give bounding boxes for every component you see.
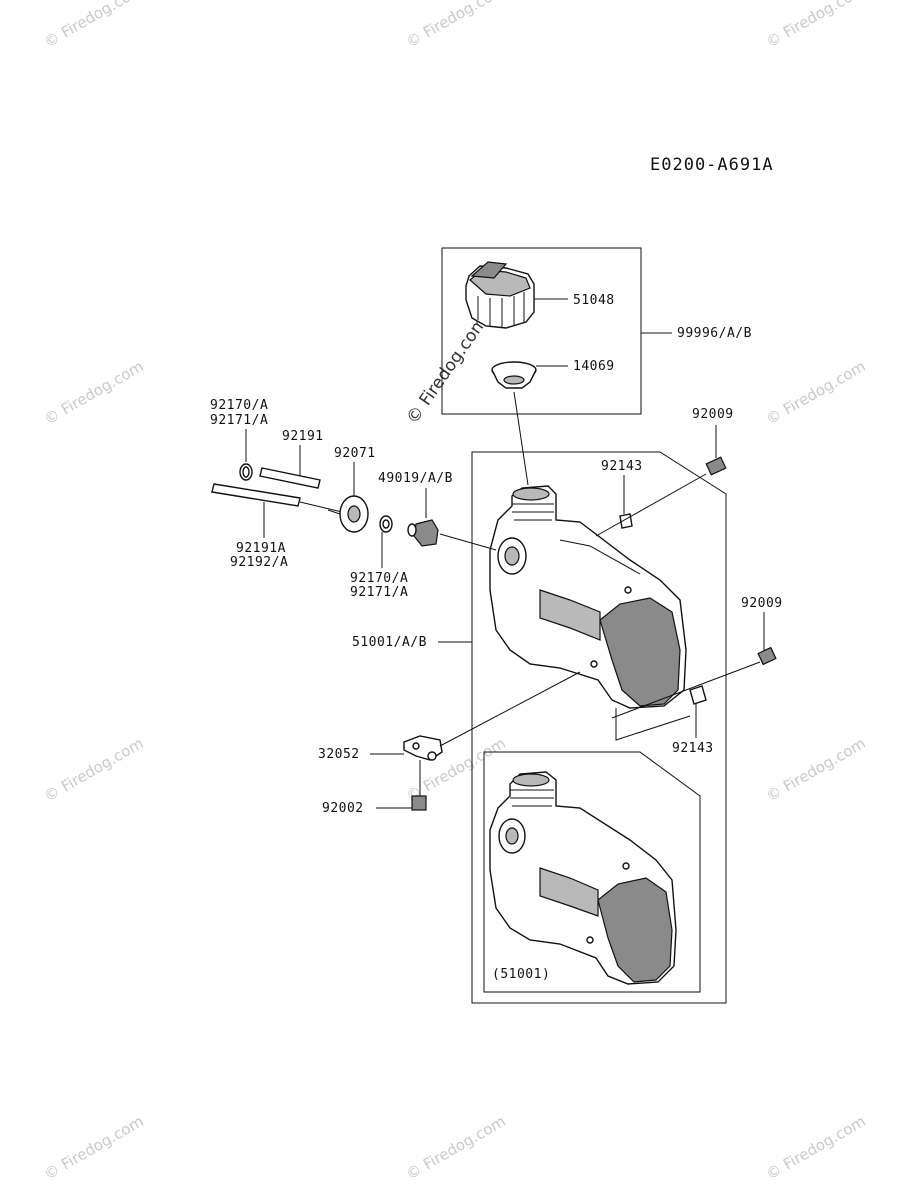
watermark: © Firedog.com [403, 1112, 509, 1183]
fuel-hose-2 [211, 483, 343, 513]
label-51001-paren: (51001) [492, 967, 550, 982]
filter [327, 495, 369, 533]
collar-bracket-line [615, 708, 691, 741]
label-51048: 51048 [573, 293, 615, 308]
label-49019-a-b: 49019/A/B [378, 471, 453, 486]
label-92071: 92071 [334, 446, 376, 461]
bolt-top [595, 456, 727, 537]
cap-kit-box [441, 247, 642, 415]
watermark: © Firedog.com [763, 0, 869, 51]
watermark: © Firedog.com [403, 0, 509, 51]
label-92009-top: 92009 [692, 407, 734, 422]
tank-group-box [471, 451, 727, 1004]
watermark: © Firedog.com [41, 734, 147, 805]
label-92171-a-1: 92171/A [210, 413, 268, 428]
label-32052: 32052 [318, 747, 360, 762]
fuel-tank [489, 485, 687, 709]
label-92170-a-1: 92170/A [210, 398, 268, 413]
label-51001-a-b: 51001/A/B [352, 635, 427, 650]
label-92009-right: 92009 [741, 596, 783, 611]
mount-bracket [403, 671, 581, 761]
cap-gasket [491, 361, 537, 389]
label-92170-a-2: 92170/A [350, 571, 408, 586]
bracket-bolt [411, 760, 427, 811]
watermark: © Firedog.com [41, 0, 147, 51]
watermark: © Firedog.com [763, 734, 869, 805]
inset-tank-box [483, 751, 701, 993]
label-92143-top: 92143 [601, 459, 643, 474]
diagram-code: E0200-A691A [650, 155, 774, 175]
watermark: © Firedog.com [763, 357, 869, 428]
clamp-ring-2 [379, 515, 393, 533]
label-92191: 92191 [282, 429, 324, 444]
fuel-cap [465, 261, 535, 329]
label-92192-a: 92192/A [230, 555, 288, 570]
label-99996-a-b: 99996/A/B [677, 326, 752, 341]
clamp-ring-1 [239, 463, 253, 481]
watermark-layer: © Firedog.com © Firedog.com © Firedog.co… [41, 0, 869, 1183]
label-92191a: 92191A [236, 541, 286, 556]
inset-fuel-tank [489, 771, 677, 985]
leader-cap-to-tank [513, 391, 529, 486]
watermark: © Firedog.com [41, 1112, 147, 1183]
label-92143-bottom: 92143 [672, 741, 714, 756]
label-92171-a-2: 92171/A [350, 585, 408, 600]
watermark: © Firedog.com [41, 357, 147, 428]
watermark: © Firedog.com [763, 1112, 869, 1183]
watermark-center: © Firedog.com [403, 313, 492, 428]
bolt-right [611, 646, 777, 719]
label-14069: 14069 [573, 359, 615, 374]
grommet [407, 519, 497, 551]
fuel-hose-1 [259, 467, 321, 489]
label-92002: 92002 [322, 801, 364, 816]
